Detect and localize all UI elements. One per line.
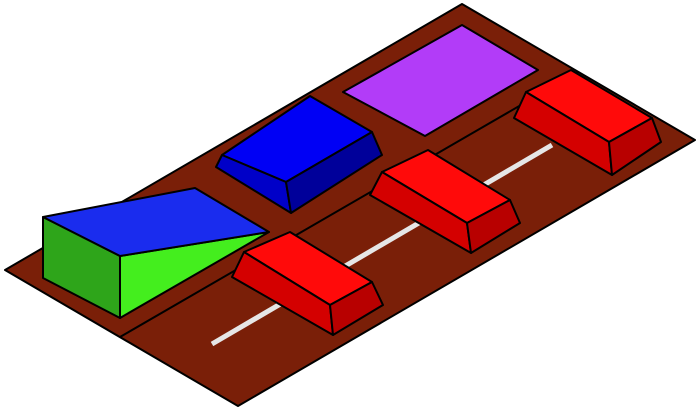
blue-block-side — [285, 131, 383, 214]
ramp-top-face — [42, 187, 270, 257]
red-block-3 — [513, 69, 662, 176]
track-line — [210, 142, 554, 347]
board-divider-line — [119, 71, 579, 338]
red-block-1-side — [329, 281, 384, 336]
green-ramp — [42, 187, 270, 319]
purple-pad — [342, 24, 539, 137]
red-block-1 — [231, 231, 384, 336]
blue-block — [215, 95, 383, 214]
red-block-2 — [369, 149, 521, 254]
red-block-3-side — [608, 117, 662, 176]
red-block-2-side — [466, 199, 521, 254]
